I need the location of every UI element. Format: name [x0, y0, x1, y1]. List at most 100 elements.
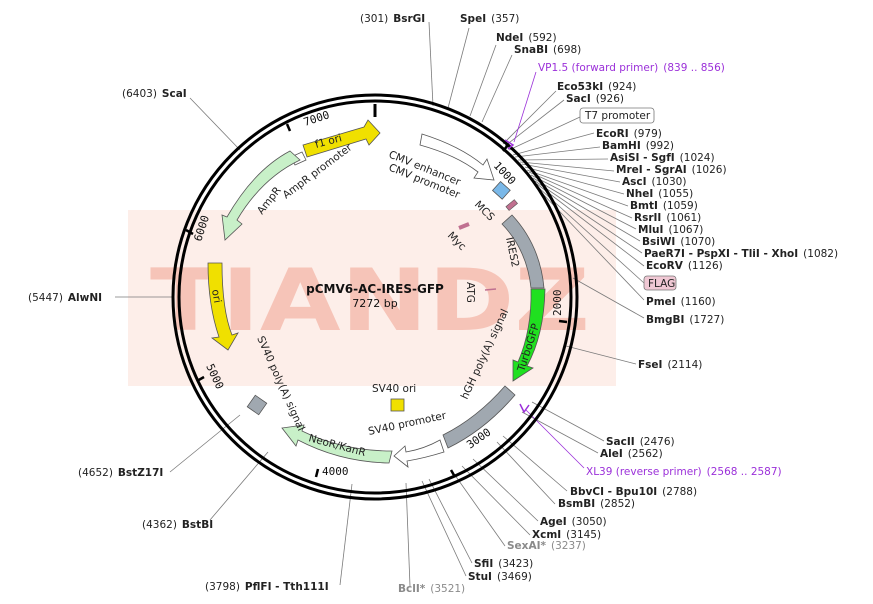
leader-spei: [447, 27, 470, 109]
sv40-polya-block: [246, 394, 268, 416]
site-sexai: SexAI*(3237): [507, 540, 586, 552]
leader-bsiwi: [532, 177, 641, 242]
plasmid-size: 7272 bp: [352, 297, 397, 310]
mcs-box: [491, 180, 511, 200]
site-leader-lines: [115, 21, 645, 587]
flag-box: [643, 275, 677, 291]
leader-bmti: [526, 169, 629, 207]
leader-bcli: [405, 482, 411, 587]
leader-asci: [521, 163, 621, 183]
site-bsmbi: BsmBI(2852): [558, 498, 635, 510]
atg-mark: [484, 288, 497, 291]
site-ndei: NdeI(592): [496, 32, 557, 44]
leader-sfii: [428, 478, 473, 564]
leader-fsei: [565, 345, 637, 365]
site-asisi: AsiSI - SgfI(1024): [610, 152, 715, 164]
leader-bsrgi: [428, 21, 434, 107]
tick-2000: 2000: [551, 290, 564, 317]
tick-4000: 4000: [322, 465, 349, 478]
atg-label: ATG: [464, 282, 476, 303]
ori-arrow: [207, 262, 239, 351]
f1-ori-arrow: [302, 119, 381, 158]
site-xl39: XL39 (reverse primer)(2568 .. 2587): [586, 466, 782, 478]
tick-marks: [185, 123, 568, 478]
site-flag: FLAG: [648, 278, 675, 290]
site-bsiwi: BsiWI(1070): [642, 236, 715, 248]
myc-inner-mark: [458, 222, 470, 230]
leader-paer7i: [534, 180, 643, 254]
leader-saci: [504, 99, 565, 147]
tick-1000: 1000: [491, 159, 519, 187]
site-bmti: BmtI(1059): [630, 200, 698, 212]
turbogfp-arrow: [512, 288, 546, 382]
site-mlui: MluI(1067): [638, 224, 703, 236]
site-bsrgi: (301)BsrGI: [360, 13, 425, 25]
leader-ecorv: [536, 183, 645, 267]
backbone-outer: [171, 93, 579, 501]
site-vp15: VP1.5 (forward primer)(839 .. 856): [538, 62, 725, 74]
leader-scai: [189, 97, 241, 151]
site-ecori: EcoRI(979): [596, 128, 662, 140]
site-paer7i: PaeR7I - PspXI - TliI - XhoI(1082): [644, 248, 838, 260]
site-sfii: SfiI(3423): [474, 558, 533, 570]
ampr-arrow: [221, 150, 301, 241]
site-bstbi: (4362)BstBI: [142, 519, 213, 531]
leader-mlui: [530, 174, 637, 230]
leader-xcmi: [461, 465, 531, 536]
cmv-enhancer-arrow: [419, 133, 495, 181]
site-bamhi: BamHI(992): [602, 140, 674, 152]
site-ecorv: EcoRV(1126): [646, 260, 723, 272]
leader-pflfi: [339, 483, 353, 586]
leader-mrei: [519, 161, 615, 172]
site-agei: AgeI(3050): [540, 516, 607, 528]
myc-box: [505, 199, 518, 211]
site-snabi: SnaBI(698): [514, 44, 581, 56]
site-bmgbi: BmgBI(1727): [646, 314, 724, 326]
site-pmei: PmeI(1160): [646, 296, 716, 308]
leader-bsmbi: [496, 441, 556, 505]
t7-promoter-box: [579, 107, 655, 124]
site-rsrii: RsrII(1061): [634, 212, 701, 224]
leader-flag: [538, 187, 645, 284]
site-bcli: BclI*(3521): [398, 583, 465, 595]
site-t7-promoter: T7 promoter: [584, 110, 651, 122]
site-bstz17i: (4652)BstZ17I: [78, 467, 163, 479]
tick-7000: 7000: [302, 108, 331, 129]
leader-bmgbi: [572, 277, 645, 319]
plasmid-name: pCMV6-AC-IRES-GFP: [306, 282, 444, 296]
leader-nhei: [524, 166, 625, 195]
site-xcmi: XcmI(3145): [532, 529, 601, 541]
site-pflfi: (3798)PflFI - Tth111I: [205, 581, 329, 593]
leader-vp15: [513, 71, 537, 143]
leader-ndei: [469, 44, 497, 117]
sv40-promoter-label: SV40 promoter: [367, 410, 448, 438]
leader-eco53ki: [502, 90, 557, 145]
site-sacii: SacII(2476): [606, 436, 675, 448]
leader-t7: [508, 116, 581, 151]
site-spei: SpeI(357): [460, 13, 519, 25]
leader-snabi: [481, 54, 513, 123]
site-scai: (6403)ScaI: [122, 88, 187, 100]
site-saci: SacI(926): [566, 93, 624, 105]
leader-alei: [521, 411, 599, 454]
site-eco53ki: Eco53kI(924): [557, 81, 636, 93]
leader-ecori: [512, 132, 595, 156]
leader-bstz17i: [169, 414, 241, 473]
sv40-promoter-arrow: [393, 439, 445, 468]
leader-sexai: [451, 470, 506, 547]
vp15-primer-arrow: [504, 139, 515, 150]
site-nhei: NheI(1055): [626, 188, 693, 200]
site-mrei: MreI - SgrAI(1026): [616, 164, 727, 176]
sv40-ori-label: SV40 ori: [372, 383, 416, 395]
hgh-polya-block: [442, 385, 516, 449]
site-labels: (301)BsrGI SpeI(357) NdeI(592) SnaBI(698…: [28, 13, 838, 595]
site-asci: AscI(1030): [622, 176, 686, 188]
site-stui: StuI(3469): [468, 571, 532, 583]
sv40-ori-box: [390, 398, 405, 412]
leader-bamhi: [514, 146, 601, 158]
ires2-block: [501, 214, 545, 289]
neor-kanr-arrow: [281, 424, 393, 464]
leader-asisi: [517, 158, 609, 161]
xl39-primer-arrow: [519, 403, 530, 414]
